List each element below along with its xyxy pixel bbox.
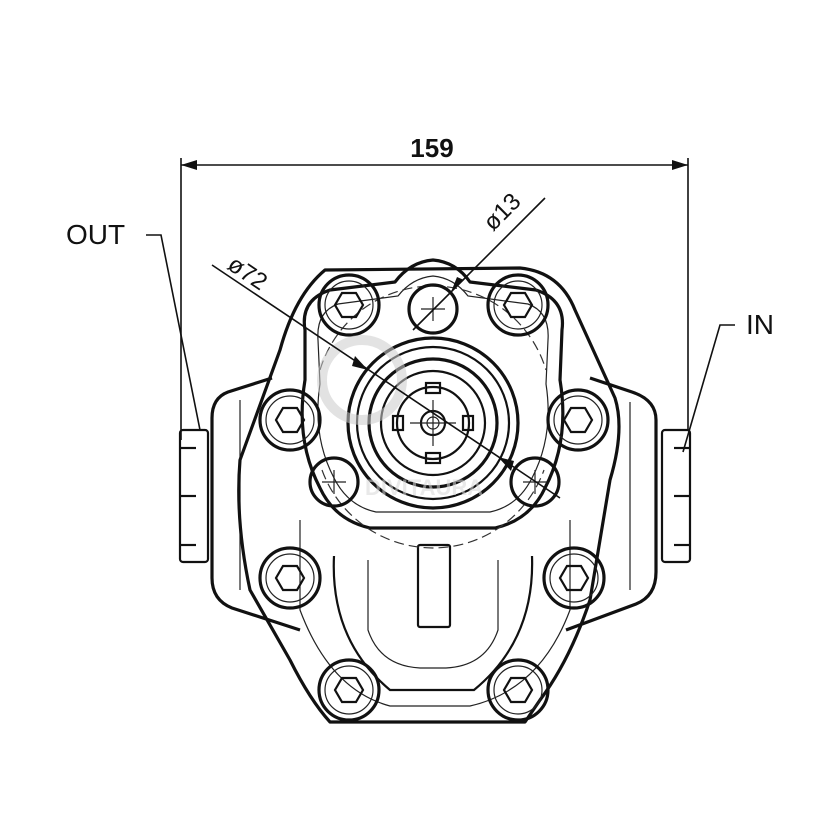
bolt-bottom-right bbox=[486, 658, 550, 722]
bolt-low-left bbox=[258, 546, 322, 610]
bolt-mid-left bbox=[258, 388, 322, 452]
out-port-callout: OUT bbox=[66, 219, 201, 431]
hole-left bbox=[308, 456, 360, 508]
bolt-bottom-left bbox=[317, 658, 381, 722]
pump-housing bbox=[178, 266, 692, 724]
in-port-label: IN bbox=[746, 309, 774, 340]
hole-diameter-label: ø13 bbox=[478, 188, 526, 236]
flange-bolts bbox=[258, 273, 610, 722]
in-port-callout: IN bbox=[682, 309, 774, 453]
bolt-low-right bbox=[542, 546, 606, 610]
width-dimension-label: 159 bbox=[410, 133, 453, 163]
out-port-label: OUT bbox=[66, 219, 125, 250]
bolt-top-left bbox=[317, 273, 381, 337]
watermark: DIVITAURA bbox=[317, 335, 483, 500]
svg-text:DIVITAURA: DIVITAURA bbox=[365, 475, 483, 500]
bolt-circle-label: ø72 bbox=[223, 251, 272, 297]
bolt-top-right bbox=[486, 273, 550, 337]
bolt-mid-right bbox=[546, 388, 610, 452]
width-dimension: 159 bbox=[180, 133, 689, 440]
